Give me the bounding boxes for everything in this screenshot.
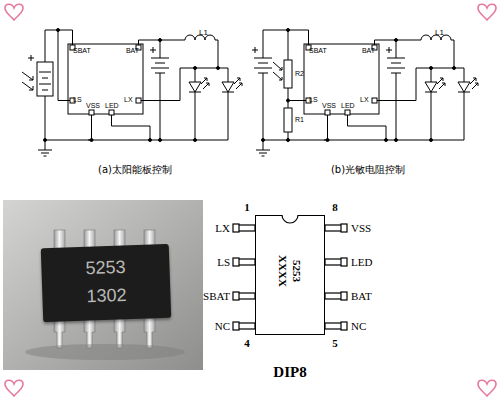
heart-decoration xyxy=(5,4,23,20)
pin-name: LX xyxy=(124,96,133,103)
pin-name: NC xyxy=(215,320,230,332)
caption: (b)光敏电阻控制 xyxy=(331,163,405,177)
pin-name: LX xyxy=(215,222,230,234)
photoresistor-circuit xyxy=(252,29,326,142)
pin-name: BAT xyxy=(126,47,139,54)
pin-name: BAT xyxy=(362,47,375,54)
heart-decoration xyxy=(478,4,496,20)
pin-name: VSS xyxy=(322,102,336,109)
pin-name: LED xyxy=(351,256,372,268)
ic-box: SBAT BAT LS VSS LED LX xyxy=(68,44,143,114)
chip-shadow xyxy=(25,344,185,360)
resistor-label: R1 xyxy=(295,116,304,123)
pin-name: SBAT xyxy=(203,290,230,302)
resistor-label: R2 xyxy=(295,70,304,77)
pin-name: LED xyxy=(341,102,355,109)
pin-name: LS xyxy=(217,256,230,268)
circuit-right-b xyxy=(304,35,478,142)
pin-name: LS xyxy=(309,96,318,103)
chip-marking: 5253 xyxy=(291,260,303,282)
chip-marking: 1302 xyxy=(86,285,127,307)
pin-number: 8 xyxy=(332,201,338,213)
pin-name: LED xyxy=(105,102,119,109)
chip-marking: 5253 xyxy=(85,257,126,279)
pin-name: SBAT xyxy=(309,47,327,54)
chip-photo xyxy=(3,200,203,370)
chip-photo-body: 5253 1302 xyxy=(41,244,172,322)
dip8-body: 5253XXXX xyxy=(255,215,325,335)
chip-marking: XXXX xyxy=(277,255,289,287)
inductor-label: L1 xyxy=(199,28,208,37)
heart-decoration xyxy=(478,380,496,396)
pin-number: 4 xyxy=(244,337,250,349)
pin-name: LX xyxy=(360,96,369,103)
caption: (a)太阳能板控制 xyxy=(98,163,172,177)
package-name: DIP8 xyxy=(273,364,306,381)
pin-name: VSS xyxy=(351,222,371,234)
pin-name: BAT xyxy=(351,290,372,302)
pin-name: VSS xyxy=(86,102,100,109)
solar-panel-circuit xyxy=(22,29,90,142)
circuit-right-a xyxy=(68,35,242,142)
heart-decoration xyxy=(5,380,23,396)
ground-symbol xyxy=(38,140,52,156)
pin-number: 5 xyxy=(332,337,338,349)
inductor-label: L1 xyxy=(435,28,444,37)
ground-symbol xyxy=(256,140,270,156)
pin-name: SBAT xyxy=(73,47,91,54)
pin-number: 1 xyxy=(244,201,250,213)
ic-box: SBAT BAT LS VSS LED LX xyxy=(304,44,379,114)
pin-name: LS xyxy=(73,96,82,103)
pin-name: NC xyxy=(351,320,366,332)
